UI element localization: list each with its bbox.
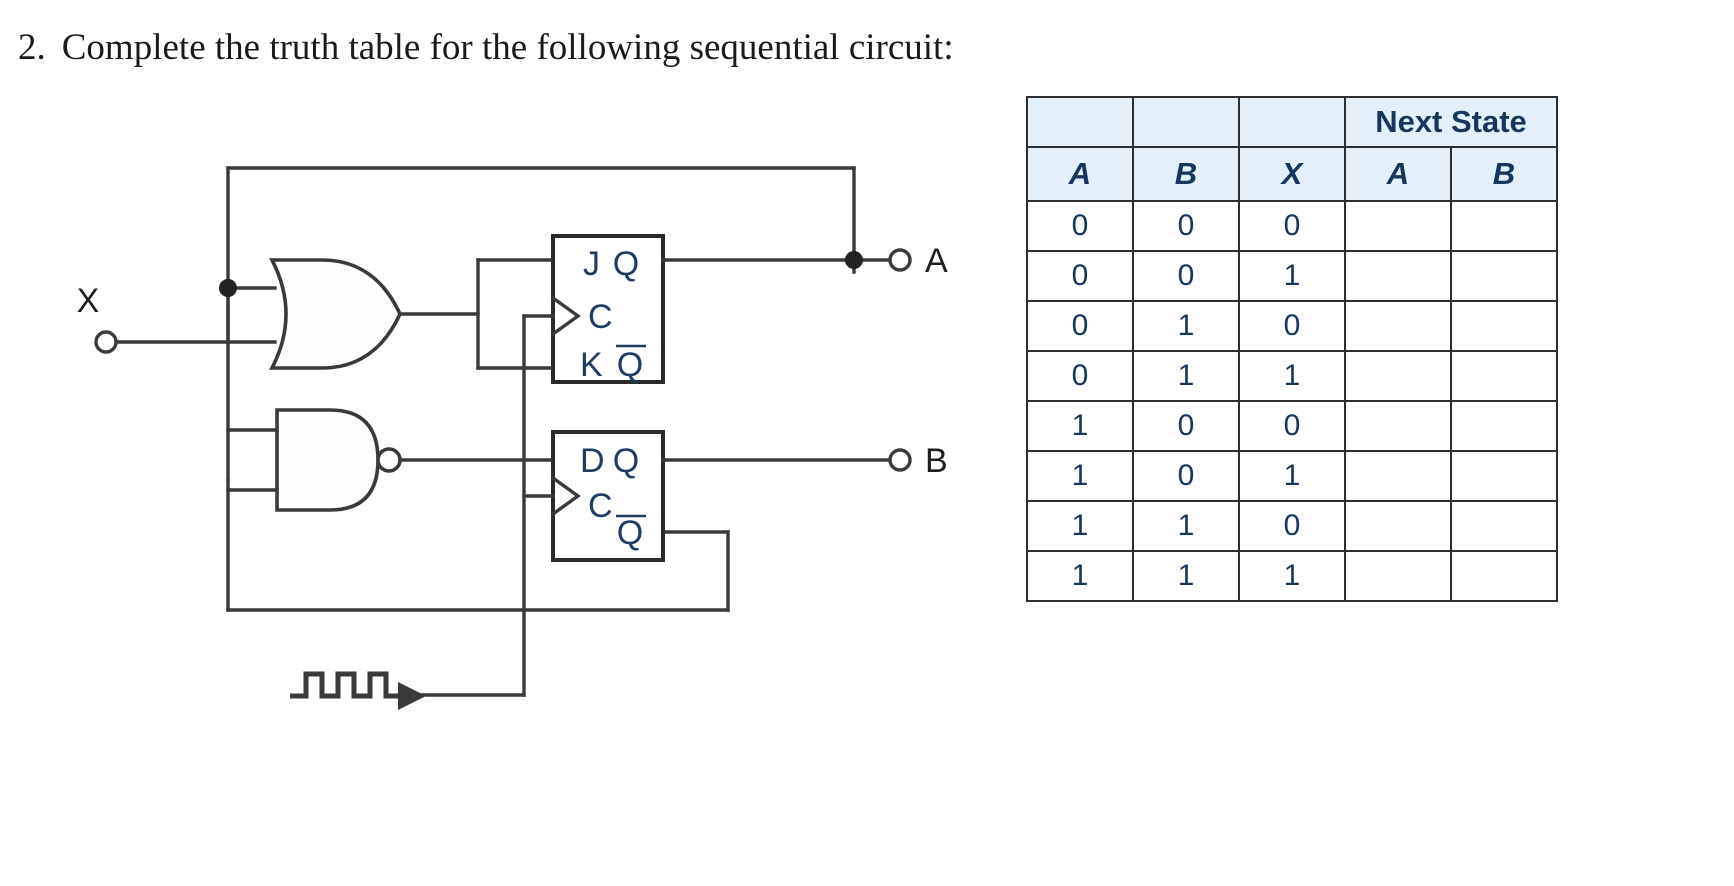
d-flipflop-box (551, 430, 665, 562)
truth-cell-b: 0 (1132, 250, 1240, 302)
header-a: A (1026, 146, 1134, 202)
truth-cell-x: 1 (1238, 350, 1346, 402)
jk-output-label-q: Q (613, 245, 639, 283)
truth-cell-x: 0 (1238, 500, 1346, 552)
truth-cell-next-b[interactable] (1450, 300, 1558, 352)
truth-cell-a: 0 (1026, 250, 1134, 302)
truth-cell-a: 1 (1026, 400, 1134, 452)
truth-cell-b: 1 (1132, 300, 1240, 352)
table-header-row-bottom: A B X A B (1026, 146, 1558, 202)
truth-cell-x: 1 (1238, 450, 1346, 502)
output-label-b: B (925, 442, 948, 480)
header-x: X (1238, 146, 1346, 202)
input-terminal-x (94, 330, 118, 354)
d-input-label-c: C (588, 487, 613, 525)
truth-cell-next-a[interactable] (1344, 300, 1452, 352)
nand-gate (275, 408, 380, 512)
truth-cell-next-a[interactable] (1344, 400, 1452, 452)
truth-cell-next-b[interactable] (1450, 350, 1558, 402)
jk-input-label-c: C (588, 298, 613, 336)
d-output-label-q: Q (613, 442, 639, 480)
nand-inversion-bubble-icon (376, 447, 402, 473)
truth-cell-next-b[interactable] (1450, 400, 1558, 452)
question-text: Complete the truth table for the followi… (61, 27, 954, 68)
header-next-a: A (1344, 146, 1452, 202)
header-next-state: Next State (1344, 96, 1558, 148)
header-blank-a (1026, 96, 1134, 148)
jk-input-label-k: K (580, 346, 603, 384)
question-heading: 2. Complete the truth table for the foll… (18, 26, 954, 69)
truth-cell-b: 0 (1132, 450, 1240, 502)
jk-output-label-qbar: Q (617, 346, 643, 384)
truth-cell-next-b[interactable] (1450, 450, 1558, 502)
truth-cell-x: 0 (1238, 200, 1346, 252)
truth-cell-a: 1 (1026, 500, 1134, 552)
header-blank-b (1132, 96, 1240, 148)
truth-cell-x: 1 (1238, 550, 1346, 602)
d-input-label-d: D (580, 442, 605, 480)
header-next-b: B (1450, 146, 1558, 202)
truth-cell-a: 0 (1026, 350, 1134, 402)
truth-cell-a: 0 (1026, 200, 1134, 252)
input-label-x: X (77, 282, 100, 320)
d-output-label-qbar: Q (617, 514, 643, 552)
truth-table-head: Next State A B X A B (1026, 96, 1558, 202)
truth-cell-x: 0 (1238, 300, 1346, 352)
truth-cell-next-b[interactable] (1450, 200, 1558, 252)
clock-arrowhead-icon (398, 682, 426, 710)
sequential-circuit-diagram: X J C K Q Q A (77, 166, 948, 710)
truth-cell-next-a[interactable] (1344, 500, 1452, 552)
truth-cell-a: 0 (1026, 300, 1134, 352)
truth-cell-a: 1 (1026, 550, 1134, 602)
header-b: B (1132, 146, 1240, 202)
truth-cell-next-a[interactable] (1344, 450, 1452, 502)
truth-cell-next-a[interactable] (1344, 550, 1452, 602)
truth-cell-next-a[interactable] (1344, 350, 1452, 402)
header-blank-x (1238, 96, 1346, 148)
truth-cell-b: 0 (1132, 200, 1240, 252)
truth-cell-b: 0 (1132, 400, 1240, 452)
truth-cell-next-b[interactable] (1450, 500, 1558, 552)
truth-cell-next-b[interactable] (1450, 550, 1558, 602)
truth-cell-x: 1 (1238, 250, 1346, 302)
output-terminal-a (888, 248, 912, 272)
truth-cell-a: 1 (1026, 450, 1134, 502)
output-terminal-b (888, 448, 912, 472)
truth-cell-b: 1 (1132, 500, 1240, 552)
clock-waveform-icon (290, 671, 404, 699)
or-gate (269, 258, 402, 370)
jk-flipflop-box (551, 234, 665, 384)
jk-clock-triangle-icon (550, 295, 581, 337)
output-label-a: A (925, 242, 948, 280)
junction-dot-or-input (219, 279, 237, 297)
truth-cell-x: 0 (1238, 400, 1346, 452)
truth-cell-b: 1 (1132, 350, 1240, 402)
truth-cell-b: 1 (1132, 550, 1240, 602)
table-header-row-top: Next State (1026, 96, 1558, 148)
truth-cell-next-a[interactable] (1344, 200, 1452, 252)
d-clock-triangle-icon (550, 475, 581, 517)
question-number: 2. (18, 27, 46, 68)
truth-cell-next-b[interactable] (1450, 250, 1558, 302)
junction-dot-a-output (845, 251, 863, 269)
jk-input-label-j: J (583, 245, 600, 283)
truth-cell-next-a[interactable] (1344, 250, 1452, 302)
